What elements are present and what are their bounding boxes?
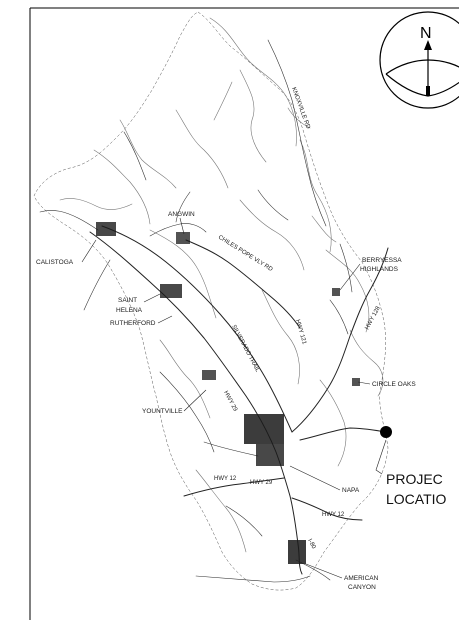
road-hwy121-label: HWY 121 bbox=[294, 319, 307, 346]
project-label-line2: LOCATIO bbox=[386, 491, 447, 507]
project-location-marker bbox=[375, 426, 392, 475]
road-hwy29-south-label: HWY 29 bbox=[250, 480, 273, 486]
place-napa: NAPA bbox=[342, 487, 360, 494]
leader-rutherford bbox=[157, 315, 173, 324]
place-calistoga: CALISTOGA bbox=[36, 259, 74, 266]
leader-calistoga bbox=[81, 239, 97, 263]
road-hwy128-label: HWY 128 bbox=[364, 305, 382, 331]
place-saint: SAINT bbox=[118, 297, 137, 304]
place-yountville: YOUNTVILLE bbox=[142, 408, 183, 415]
road-hwy29-north-label: HWY 29 bbox=[222, 390, 238, 413]
place-american: AMERICAN bbox=[344, 575, 379, 582]
north-arrow-compass: N bbox=[379, 11, 459, 109]
project-label-line1: PROJEC bbox=[386, 471, 443, 487]
map-frame bbox=[29, 7, 459, 620]
place-helena: HELENA bbox=[116, 307, 143, 314]
road-knoxville-label: KNOXVILLE RD bbox=[290, 87, 311, 131]
place-circle-oaks: CIRCLE OAKS bbox=[372, 381, 416, 388]
road-hwy12-east-label: HWY 12 bbox=[322, 512, 345, 518]
road-i80-label: I-80 bbox=[306, 538, 316, 551]
road-hwy12-west-label: HWY 12 bbox=[214, 476, 237, 482]
place-angwin: ANGWIN bbox=[168, 211, 195, 218]
county-boundary bbox=[33, 11, 389, 591]
urban-areas bbox=[96, 222, 360, 564]
leader-american-canyon bbox=[305, 563, 343, 579]
leader-yountville bbox=[183, 389, 207, 412]
leader-berryessa bbox=[339, 263, 361, 291]
north-letter: N bbox=[420, 25, 432, 42]
waterways bbox=[59, 17, 384, 553]
place-rutherford: RUTHERFORD bbox=[110, 320, 156, 327]
road-silverado-label: SILVERADO TRAIL bbox=[230, 324, 260, 374]
leader-napa bbox=[289, 465, 341, 491]
place-berryessa: BERRYESSA bbox=[362, 257, 402, 264]
leader-circle-oaks bbox=[357, 381, 371, 385]
road-network bbox=[39, 39, 389, 583]
place-canyon: CANYON bbox=[348, 584, 376, 591]
leader-saint-helena bbox=[143, 293, 161, 303]
leader-angwin bbox=[179, 217, 185, 235]
road-chiles-label: CHILES POPE VLY RD bbox=[217, 235, 274, 274]
place-highlands: HIGHLANDS bbox=[360, 266, 399, 273]
